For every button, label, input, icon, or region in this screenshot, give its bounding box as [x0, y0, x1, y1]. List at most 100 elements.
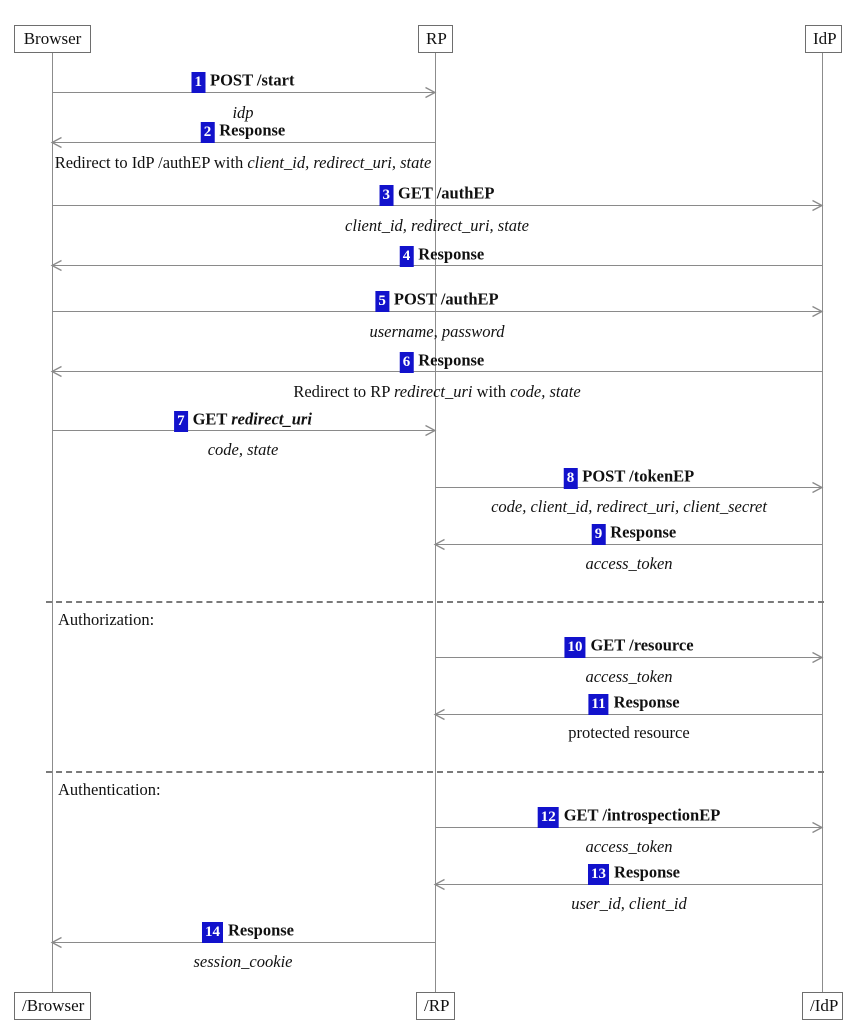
arrowhead-left-icon [433, 708, 445, 721]
message-sub-3: client_id, redirect_uri, state [345, 216, 529, 235]
lifeline-browser [52, 52, 53, 992]
message-sub-text-10: access_token [585, 667, 673, 686]
arrowhead-right-icon [812, 821, 824, 834]
actor-box-rp-top: RP [418, 25, 453, 53]
message-arrow-2 [50, 136, 435, 149]
message-sub-text-6a: Redirect to RP [293, 382, 394, 401]
arrowhead-left-icon [50, 136, 62, 149]
message-verb-9: Response [610, 522, 677, 542]
actor-label-rp-top: RP [426, 29, 447, 48]
lifeline-rp [435, 52, 436, 992]
message-sub-1: idp [232, 103, 254, 122]
message-sub-text-6b: redirect_uri [394, 382, 473, 401]
separator-line-authentication [46, 771, 824, 773]
message-verb-5: POST [393, 289, 437, 309]
message-verb-2: Response [219, 120, 286, 140]
message-badge-14: 14 [201, 922, 223, 943]
message-badge-7: 7 [174, 411, 188, 432]
message-sub-text-11: protected resource [568, 723, 690, 742]
actor-box-browser-bottom: /Browser [14, 992, 91, 1020]
message-arrow-6 [50, 365, 822, 378]
message-target-10: /resource [629, 635, 694, 655]
message-badge-3: 3 [379, 185, 394, 206]
message-arrow-1 [52, 86, 437, 99]
message-badge-10: 10 [564, 637, 586, 658]
message-sub-8: code, client_id, redirect_uri, client_se… [491, 498, 767, 516]
message-sub-14: session_cookie [194, 953, 293, 971]
message-arrow-11 [433, 708, 822, 721]
message-verb-8: POST [582, 466, 626, 486]
separator-label-authorization: Authorization: [58, 610, 155, 629]
message-verb-14: Response [227, 920, 295, 940]
message-verb-1: POST [210, 70, 253, 90]
message-verb-6: Response [418, 350, 485, 370]
arrowhead-left-icon [50, 365, 62, 378]
message-sub-11: protected resource [568, 723, 690, 742]
separator-label-text-authorization: Authorization: [58, 610, 155, 629]
actor-box-rp-bottom: /RP [416, 992, 455, 1020]
message-sub-text-9: access_token [585, 554, 673, 573]
message-arrow-13 [433, 878, 822, 891]
message-arrow-10 [435, 651, 824, 664]
message-verb-7: GET [192, 409, 228, 429]
arrowhead-left-icon [433, 878, 445, 891]
arrowhead-left-icon [50, 259, 62, 272]
message-sub-7: code, state [207, 440, 279, 459]
message-sub-text-6d: code, state [510, 382, 581, 401]
message-badge-13: 13 [587, 864, 609, 885]
message-target-8: /tokenEP [629, 466, 695, 486]
message-badge-4: 4 [399, 246, 414, 267]
actor-label-idp-bottom: /IdP [810, 996, 839, 1015]
message-sub-text-1: idp [232, 103, 254, 122]
arrowhead-right-icon [812, 199, 824, 212]
arrowhead-left-icon [433, 538, 445, 551]
message-verb-12: GET [563, 805, 599, 825]
message-badge-6: 6 [399, 352, 414, 373]
message-sub-text-6c: with [472, 382, 511, 401]
message-target-3: /authEP [436, 183, 495, 203]
message-verb-11: Response [613, 692, 680, 712]
actor-label-browser-bottom: /Browser [22, 996, 85, 1015]
message-arrow-8 [435, 481, 824, 494]
message-badge-5: 5 [375, 291, 389, 312]
arrowhead-right-icon [812, 305, 824, 318]
arrowhead-right-icon [812, 481, 824, 494]
arrowhead-left-icon [50, 936, 62, 949]
message-sub-5: username, password [369, 322, 505, 341]
message-badge-2: 2 [200, 122, 215, 143]
message-arrow-9 [433, 538, 822, 551]
message-sub-12: access_token [585, 838, 672, 856]
message-arrow-12 [435, 821, 824, 834]
message-badge-1: 1 [191, 72, 205, 93]
arrowhead-right-icon [425, 424, 437, 437]
actor-label-idp-top: IdP [813, 29, 837, 48]
message-sub-text-5: username, password [369, 322, 505, 341]
message-sub-6: Redirect to RP redirect_uri with code, s… [293, 382, 581, 401]
message-sub-text-2a: Redirect to IdP /authEP with [54, 153, 248, 172]
separator-label-text-authentication: Authentication: [58, 780, 161, 799]
lifeline-idp [822, 52, 823, 992]
message-sub-9: access_token [585, 554, 673, 573]
message-arrow-14 [50, 936, 435, 949]
message-sub-13: user_id, client_id [571, 894, 687, 913]
message-badge-9: 9 [591, 524, 606, 545]
arrowhead-right-icon [425, 86, 437, 99]
message-sub-text-2b: client_id, redirect_uri, state [247, 153, 432, 172]
message-sub-text-3: client_id, redirect_uri, state [345, 216, 529, 235]
actor-box-idp-top: IdP [805, 25, 842, 53]
message-sub-text-13: user_id, client_id [571, 894, 687, 913]
message-target-1: /start [256, 70, 295, 90]
message-sub-text-7: code, state [207, 440, 279, 459]
message-arrow-5 [52, 305, 824, 318]
